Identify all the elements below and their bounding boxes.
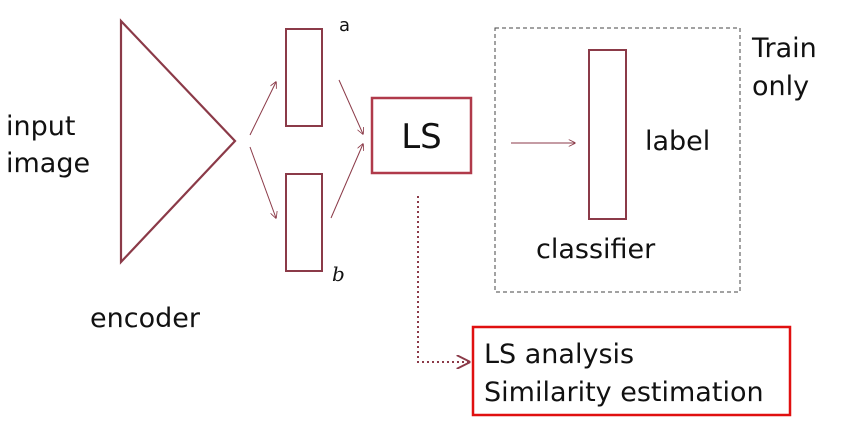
latent-vector-b (285, 173, 323, 272)
var-b-label: b (332, 262, 345, 286)
dotted-connector-ls-to-analysis (417, 196, 469, 362)
arrow-b-to-ls (330, 144, 363, 219)
encoder-label: encoder (90, 303, 201, 334)
ls-analysis-line2: Similarity estimation (484, 377, 764, 408)
train-only-region (494, 27, 741, 293)
ls-analysis-box (471, 325, 792, 417)
label-text: label (645, 126, 710, 157)
input-label-line2: image (6, 148, 90, 179)
train-only-label-line2: only (752, 71, 809, 102)
arrow-a-to-ls (338, 79, 363, 134)
train-only-label-line1: Train (751, 33, 817, 64)
classifier-vector (588, 49, 627, 220)
ls-analysis-line1: LS analysis (484, 339, 634, 370)
ls-label: LS (401, 117, 442, 157)
arrow-encoder-to-b (249, 146, 276, 218)
classifier-label: classifier (536, 234, 656, 265)
var-a-label: a (339, 15, 350, 36)
arrow-encoder-to-a (249, 82, 276, 136)
encoder-triangle (119, 18, 237, 265)
latent-vector-a (285, 28, 323, 127)
input-label-line1: input (6, 111, 75, 142)
ls-box (370, 96, 473, 175)
